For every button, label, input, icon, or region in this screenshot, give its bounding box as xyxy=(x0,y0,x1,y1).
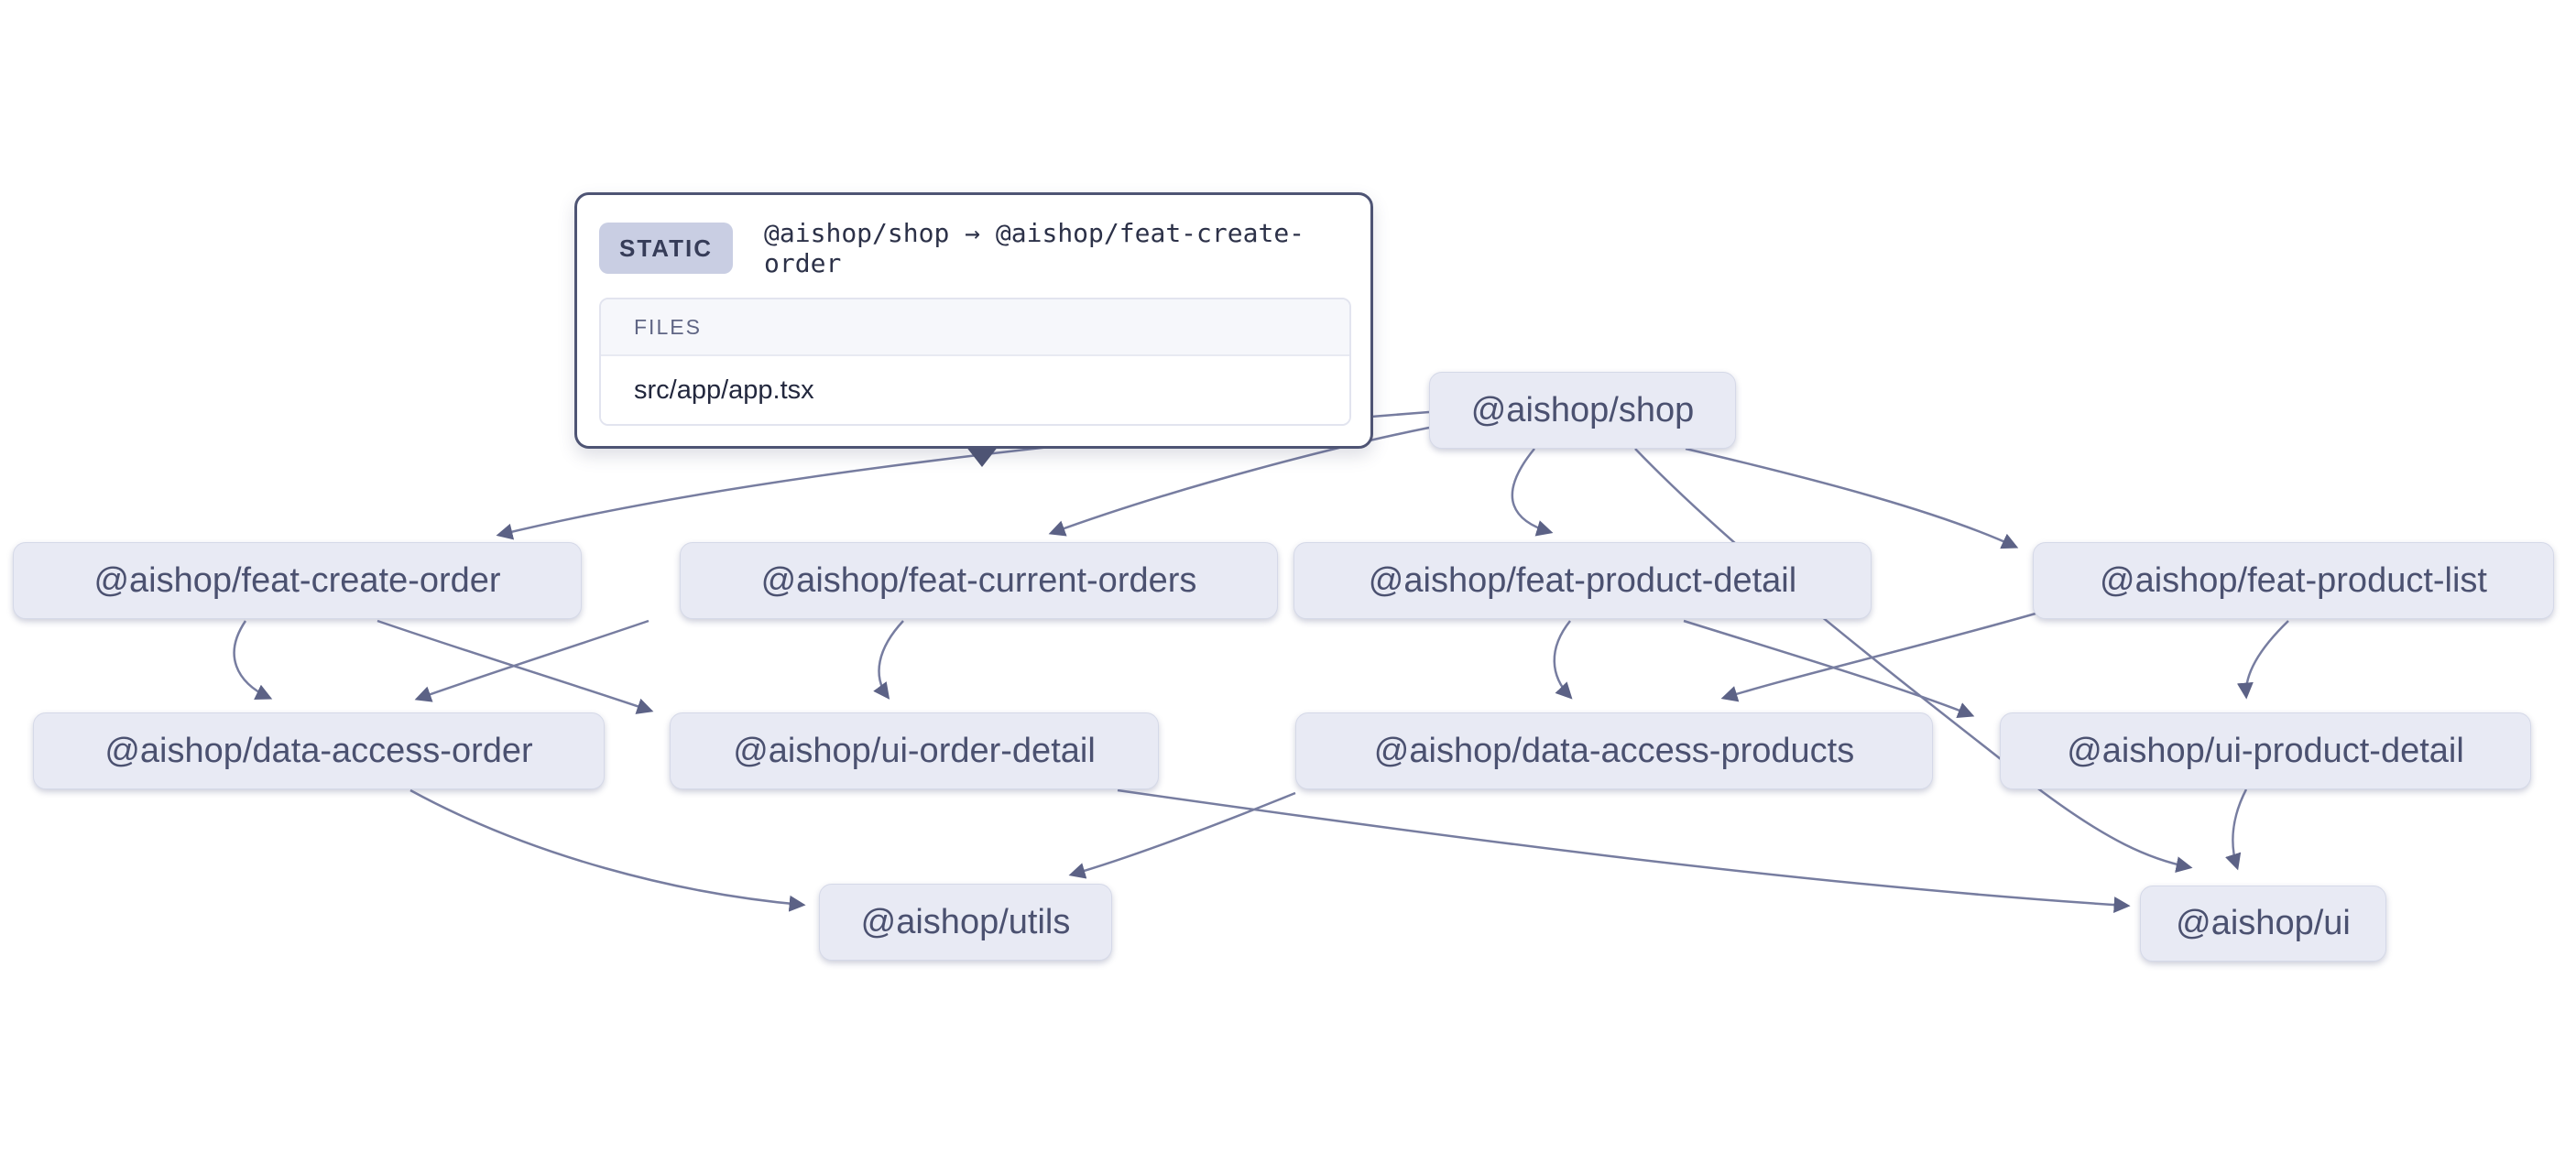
project-node-data-access-order[interactable]: @aishop/data-access-order xyxy=(33,712,605,789)
project-node-label: @aishop/feat-current-orders xyxy=(760,560,1197,600)
project-node-label: @aishop/data-access-order xyxy=(104,731,533,770)
project-node-feat-product-detail[interactable]: @aishop/feat-product-detail xyxy=(1293,542,1872,619)
project-node-shop[interactable]: @aishop/shop xyxy=(1429,372,1736,449)
project-node-ui-product-detail[interactable]: @aishop/ui-product-detail xyxy=(2000,712,2531,789)
project-node-label: @aishop/feat-create-order xyxy=(93,560,501,600)
project-node-label: @aishop/feat-product-detail xyxy=(1368,560,1797,600)
files-header: FILES xyxy=(601,299,1349,356)
project-node-utils[interactable]: @aishop/utils xyxy=(819,884,1112,961)
project-node-ui-order-detail[interactable]: @aishop/ui-order-detail xyxy=(670,712,1159,789)
edge-feat-create-order-to-ui-order-detail[interactable] xyxy=(377,619,654,714)
project-node-label: @aishop/shop xyxy=(1470,390,1695,429)
tooltip-header: STATIC @aishop/shop → @aishop/feat-creat… xyxy=(577,195,1370,278)
files-box: FILES src/app/app.tsx xyxy=(599,298,1351,426)
project-node-label: @aishop/feat-product-list xyxy=(2100,560,2487,600)
edge-ui-product-detail-to-ui[interactable] xyxy=(2225,788,2248,871)
edge-feat-current-orders-to-data-access-order[interactable] xyxy=(414,619,649,702)
project-node-label: @aishop/utils xyxy=(860,902,1071,941)
edge-feat-product-list-to-ui-product-detail[interactable] xyxy=(2236,620,2289,700)
project-node-label: @aishop/ui xyxy=(2176,904,2351,942)
project-node-feat-current-orders[interactable]: @aishop/feat-current-orders xyxy=(680,542,1278,619)
edge-data-access-order-to-utils[interactable] xyxy=(409,788,806,912)
edge-shop-to-feat-product-detail[interactable] xyxy=(1511,448,1554,537)
dependency-type-badge: STATIC xyxy=(599,223,734,274)
edge-tooltip: STATIC @aishop/shop → @aishop/feat-creat… xyxy=(574,192,1373,467)
edge-feat-current-orders-to-ui-order-detail[interactable] xyxy=(873,620,904,700)
project-node-label: @aishop/data-access-products xyxy=(1373,731,1855,770)
edge-shop-to-feat-current-orders[interactable] xyxy=(1048,426,1430,537)
project-node-label: @aishop/ui-order-detail xyxy=(733,731,1096,770)
edge-feat-create-order-to-data-access-order[interactable] xyxy=(233,620,273,700)
project-node-label: @aishop/ui-product-detail xyxy=(2067,731,2464,770)
edge-feat-product-detail-to-data-access-products[interactable] xyxy=(1553,620,1573,700)
edge-shop-to-ui[interactable] xyxy=(1634,448,2193,873)
project-node-ui[interactable]: @aishop/ui xyxy=(2140,886,2386,962)
project-node-feat-create-order[interactable]: @aishop/feat-create-order xyxy=(13,542,582,619)
edge-ui-order-detail-to-ui[interactable] xyxy=(1117,788,2131,914)
edge-feat-product-list-to-data-access-products[interactable] xyxy=(1720,612,2036,702)
tooltip-caret xyxy=(966,446,999,467)
dependency-relation: @aishop/shop → @aishop/feat-create-order xyxy=(764,218,1305,278)
project-node-data-access-products[interactable]: @aishop/data-access-products xyxy=(1295,712,1933,789)
edge-shop-to-feat-product-list[interactable] xyxy=(1685,447,2019,549)
project-node-feat-product-list[interactable]: @aishop/feat-product-list xyxy=(2033,542,2554,619)
edge-feat-product-detail-to-ui-product-detail[interactable] xyxy=(1683,619,1975,718)
edge-data-access-products-to-utils[interactable] xyxy=(1068,791,1296,879)
file-item[interactable]: src/app/app.tsx xyxy=(601,356,1349,424)
